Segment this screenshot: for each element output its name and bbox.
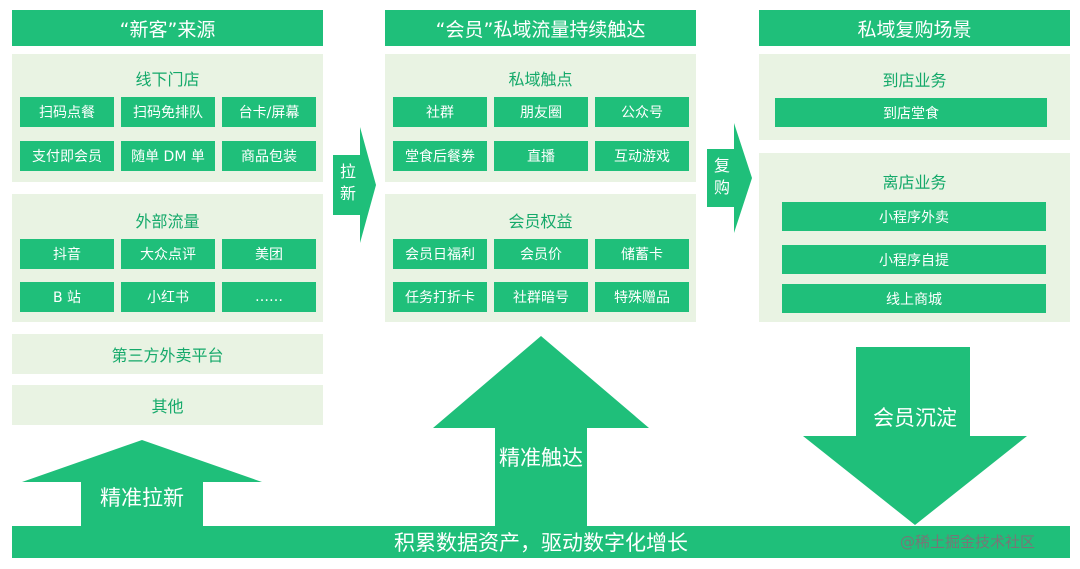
item-task-discount-card: 任务打折卡 (393, 282, 487, 312)
item-member-price: 会员价 (494, 239, 588, 269)
item-stored-value-card: 储蓄卡 (595, 239, 689, 269)
panel-title: 外部流量 (135, 212, 200, 231)
item-mini-program-pickup: 小程序自提 (782, 245, 1046, 274)
item-special-gift: 特殊赠品 (595, 282, 689, 312)
column-header-repurchase-scenes: 私域复购场景 (759, 10, 1070, 46)
column-header-new-customer-source: “新客”来源 (12, 10, 323, 46)
arrow-label-member-settle: 会员沉淀 (873, 406, 957, 430)
right-arrow-icon (707, 123, 752, 233)
item-online-mall: 线上商城 (782, 284, 1046, 313)
item-community: 社群 (393, 97, 487, 127)
connector-label-repurchase: 复购 (713, 156, 730, 197)
item-more: …… (222, 282, 316, 312)
panel-private-touchpoints: 私域触点 社群 朋友圈 公众号 堂食后餐券 直播 互动游戏 (385, 54, 696, 182)
item-community-code: 社群暗号 (494, 282, 588, 312)
panel-external-traffic: 外部流量 抖音 大众点评 美团 B 站 小红书 …… (12, 194, 323, 322)
item-dm-flyer: 随单 DM 单 (121, 141, 215, 171)
panel-title: 到店业务 (882, 71, 947, 90)
item-meituan: 美团 (222, 239, 316, 269)
up-arrow-icon (433, 336, 649, 526)
panel-in-store-business: 到店业务 到店堂食 (759, 54, 1070, 140)
item-table-card-screen: 台卡/屏幕 (222, 97, 316, 127)
arrow-label-precise-reach: 精准触达 (499, 446, 583, 470)
item-scan-skip-queue: 扫码免排队 (121, 97, 215, 127)
item-douyin: 抖音 (20, 239, 114, 269)
panel-off-store-business: 离店业务 小程序外卖 小程序自提 线上商城 (759, 153, 1070, 322)
item-interactive-game: 互动游戏 (595, 141, 689, 171)
connector-label-pull-new: 拉新 (339, 162, 356, 203)
item-member-day: 会员日福利 (393, 239, 487, 269)
up-arrow-icon (22, 440, 262, 526)
item-product-package: 商品包装 (222, 141, 316, 171)
panel-offline-store: 线下门店 扫码点餐 扫码免排队 台卡/屏幕 支付即会员 随单 DM 单 商品包装 (12, 54, 323, 182)
bar-other: 其他 (12, 385, 323, 425)
panel-member-benefits: 会员权益 会员日福利 会员价 储蓄卡 任务打折卡 社群暗号 特殊赠品 (385, 194, 696, 322)
panel-title: 私域触点 (508, 70, 573, 89)
down-arrow-icon (803, 347, 1027, 525)
bottom-bar: 积累数据资产，驱动数字化增长 (12, 526, 1070, 558)
panel-title: 线下门店 (135, 70, 200, 89)
item-mini-program-delivery: 小程序外卖 (782, 202, 1046, 231)
column-header-member-private-traffic: “会员”私域流量持续触达 (385, 10, 696, 46)
item-pay-become-member: 支付即会员 (20, 141, 114, 171)
item-xiaohongshu: 小红书 (121, 282, 215, 312)
item-dianping: 大众点评 (121, 239, 215, 269)
item-moments: 朋友圈 (494, 97, 588, 127)
item-dine-in-coupon: 堂食后餐券 (393, 141, 487, 171)
item-scan-order: 扫码点餐 (20, 97, 114, 127)
item-official-account: 公众号 (595, 97, 689, 127)
item-dine-in: 到店堂食 (775, 98, 1047, 127)
panel-title: 会员权益 (508, 212, 573, 231)
panel-title: 离店业务 (882, 173, 947, 192)
item-live-stream: 直播 (494, 141, 588, 171)
watermark: @稀土掘金技术社区 (900, 533, 1036, 551)
arrow-label-precise-pull: 精准拉新 (100, 486, 184, 510)
bar-third-party-delivery: 第三方外卖平台 (12, 334, 323, 374)
right-arrow-icon (333, 127, 376, 243)
item-bilibili: B 站 (20, 282, 114, 312)
